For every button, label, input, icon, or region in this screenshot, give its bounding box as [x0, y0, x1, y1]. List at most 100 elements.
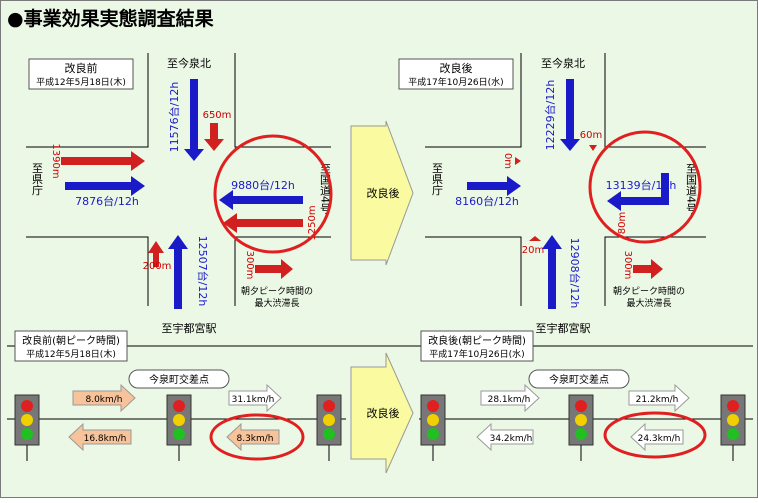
- south-volume-arrow-head: [168, 235, 188, 249]
- traffic-signal: [568, 394, 594, 461]
- speed-arrow-west: [476, 422, 534, 452]
- south-volume-arrow-body: [174, 249, 182, 309]
- after-to-east: 至国道4号: [685, 163, 698, 215]
- lower-arrow-label: 改良後: [367, 406, 400, 420]
- road-edge: [26, 53, 149, 148]
- yellow-light: [323, 414, 335, 426]
- after-to-north: 至今泉北: [541, 56, 585, 70]
- south-volume-arrow-body: [548, 249, 556, 309]
- after-intersection: 改良後 平成17年10月26日(水) 至今泉北 至宇都宮駅 至県庁 至国道4号 …: [398, 53, 706, 335]
- east-queue-arrow: [223, 213, 303, 233]
- speed-arrow-east: [628, 383, 690, 413]
- before-label: 改良前: [65, 61, 98, 75]
- east-volume-arrow: [219, 190, 303, 210]
- traffic-signal: [166, 394, 192, 461]
- intersection-label-box: [128, 369, 230, 389]
- yellow-light: [21, 414, 33, 426]
- upper-arrow-label: 改良後: [367, 186, 400, 200]
- north-volume-arrow: [184, 79, 204, 161]
- north-queue-arrow: [589, 145, 597, 151]
- speed-arrow-east: [72, 383, 136, 413]
- red-light: [323, 400, 335, 412]
- green-light: [575, 428, 587, 440]
- green-light: [173, 428, 185, 440]
- green-light: [727, 428, 739, 440]
- road-edge: [604, 53, 706, 148]
- highlight-circle: [209, 413, 305, 461]
- speed-before-seg1-west: 16.8km/h: [84, 434, 127, 444]
- after-note-line1: 朝夕ピーク時間の: [613, 285, 685, 297]
- after-to-west: 至県庁: [431, 163, 444, 196]
- road-edge: [26, 236, 149, 306]
- speed-after-seg1-west: 34.2km/h: [490, 434, 533, 444]
- speed-after-seg2-west: 24.3km/h: [638, 434, 681, 444]
- speed-before-panel: 改良前(朝ピーク時間) 平成12年5月18日(木) 今泉町交差点: [7, 330, 346, 461]
- green-light: [21, 428, 33, 440]
- red-light: [21, 400, 33, 412]
- before-date: 平成12年5月18日(木): [36, 76, 126, 88]
- before-to-south: 至宇都宮駅: [162, 321, 217, 335]
- highlight-circle: [603, 411, 707, 459]
- red-light: [575, 400, 587, 412]
- speed-before-label: 改良前(朝ピーク時間): [22, 334, 120, 347]
- yellow-light: [727, 414, 739, 426]
- south-volume-arrow-head: [542, 235, 562, 249]
- speed-after-label-box: [420, 330, 534, 362]
- red-light: [727, 400, 739, 412]
- speed-after-label: 改良後(朝ピーク時間): [428, 334, 526, 347]
- before-west-volume: 7876台/12h: [75, 194, 139, 208]
- improvement-arrow-lower: [350, 352, 414, 474]
- se-queue-arrow: [255, 259, 293, 279]
- before-note-line1: 朝夕ピーク時間の: [241, 285, 313, 297]
- before-south-volume: 12507台/12h: [196, 236, 210, 307]
- green-light: [427, 428, 439, 440]
- speed-after-intersection: 今泉町交差点: [549, 373, 609, 386]
- west-volume-arrow: [65, 176, 145, 196]
- speed-arrow-west: [226, 422, 280, 452]
- before-se-queue: 300m: [244, 251, 255, 280]
- speed-after-seg2-east: 21.2km/h: [636, 395, 679, 405]
- speed-after-panel: 改良後(朝ピーク時間) 平成17年10月26日(水) 今泉町交差点 2: [419, 330, 753, 461]
- east-volume-arrow: [607, 173, 669, 211]
- page-title: ●事業効果実態調査結果: [7, 7, 214, 30]
- after-to-south: 至宇都宮駅: [536, 321, 591, 335]
- speed-before-date: 平成12年5月18日(木): [26, 348, 116, 360]
- after-west-volume: 8160台/12h: [455, 194, 519, 208]
- road-edge: [425, 53, 522, 148]
- before-intersection: 改良前 平成12年5月18日(木) 至今泉北 至宇都宮駅 至県庁 至国道4号 1…: [26, 53, 333, 335]
- after-north-queue: 60m: [580, 130, 602, 141]
- highlight-circle: [588, 130, 702, 244]
- before-east-queue: 1250m: [307, 205, 318, 240]
- highlight-circle: [213, 134, 333, 254]
- west-queue-arrow: [61, 151, 145, 171]
- traffic-signal: [316, 394, 342, 461]
- traffic-signal: [14, 394, 40, 461]
- yellow-light: [427, 414, 439, 426]
- south-queue-arrow-body: [153, 253, 159, 267]
- before-to-west: 至県庁: [31, 163, 44, 196]
- speed-before-intersection: 今泉町交差点: [149, 373, 209, 386]
- before-west-queue: 1390m: [50, 143, 61, 178]
- after-east-volume: 13139台/12h: [606, 178, 677, 192]
- yellow-light: [173, 414, 185, 426]
- south-queue-arrow-head: [148, 241, 164, 253]
- north-volume-arrow: [560, 79, 580, 151]
- before-to-north: 至今泉北: [167, 56, 211, 70]
- speed-before-seg2-east: 31.1km/h: [232, 395, 275, 405]
- traffic-signal: [420, 394, 446, 461]
- speed-arrow-east: [480, 383, 540, 413]
- speed-after-seg1-east: 28.1km/h: [488, 395, 531, 405]
- after-south-volume: 12908台/12h: [568, 238, 582, 309]
- after-south-queue: 20m: [522, 245, 544, 256]
- after-label-box: [398, 58, 514, 90]
- before-north-queue: 650m: [203, 110, 232, 121]
- speed-before-label-box: [14, 330, 128, 362]
- north-queue-arrow: [204, 123, 224, 151]
- before-south-queue: 200m: [143, 261, 172, 272]
- green-light: [323, 428, 335, 440]
- red-light: [427, 400, 439, 412]
- after-east-queue: 80m: [617, 212, 628, 234]
- intersection-label-box: [528, 369, 630, 389]
